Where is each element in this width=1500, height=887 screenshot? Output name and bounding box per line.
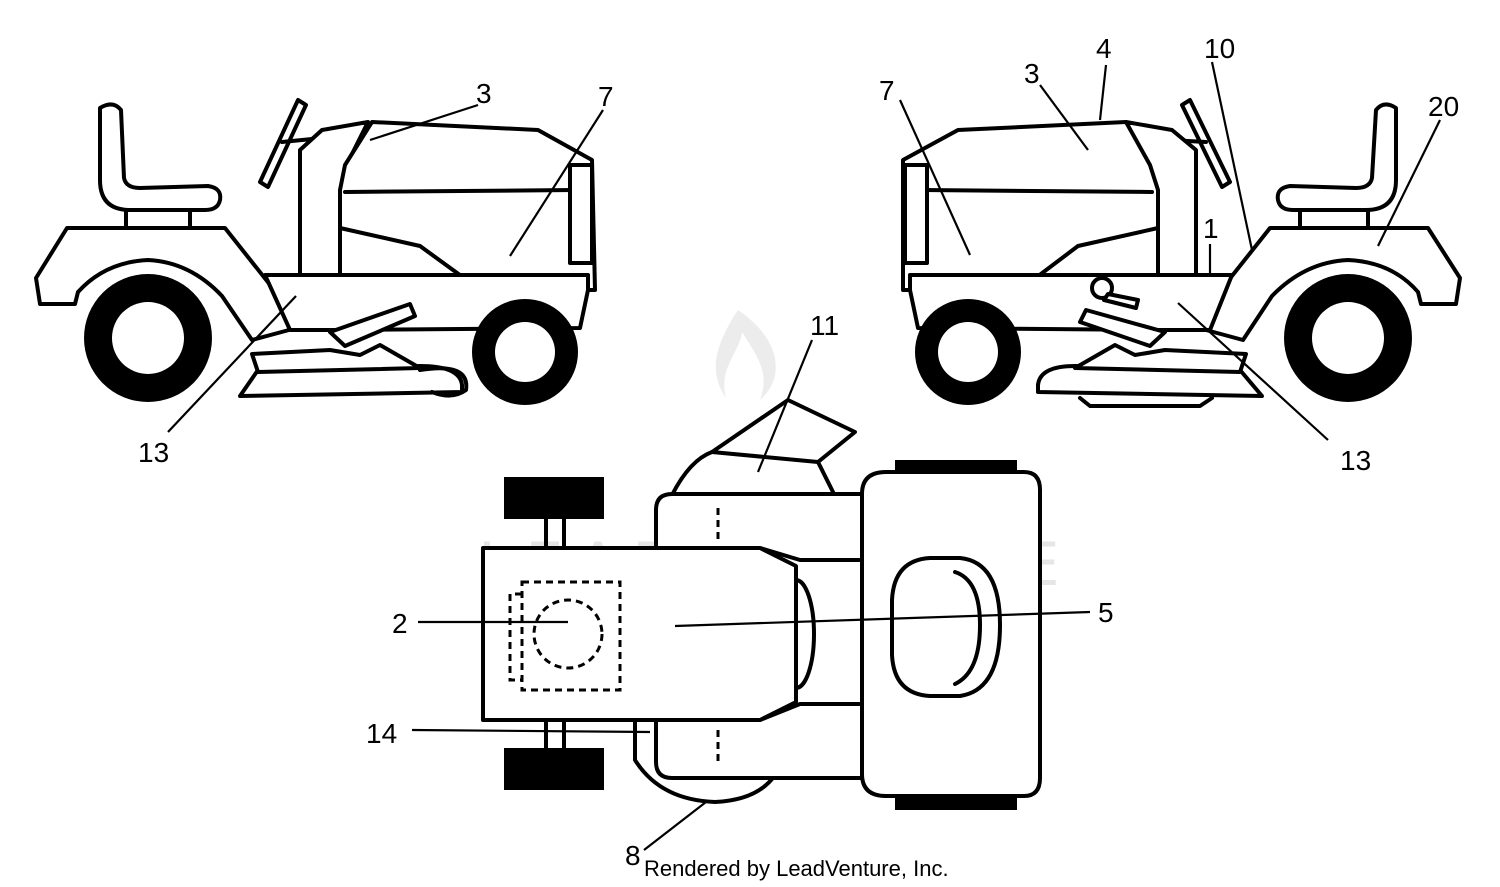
deck-handle bbox=[418, 366, 469, 398]
callout-3-right: 3 bbox=[1024, 58, 1040, 89]
leader-14 bbox=[411, 728, 651, 734]
rear-fender bbox=[34, 226, 292, 342]
tractor-left-view: 3 7 13 bbox=[34, 78, 614, 468]
leader-3-right bbox=[1039, 84, 1089, 151]
front-right-tire bbox=[504, 748, 604, 790]
callout-4-right: 4 bbox=[1096, 33, 1112, 64]
tractor-right-view: 7 3 4 10 20 1 13 bbox=[879, 33, 1462, 476]
callout-14: 14 bbox=[366, 718, 397, 749]
callout-10-right: 10 bbox=[1204, 33, 1235, 64]
hood-top bbox=[481, 546, 798, 722]
engine-bracket bbox=[508, 592, 522, 682]
leader-13-right bbox=[1177, 302, 1329, 441]
callout-3-left: 3 bbox=[476, 78, 492, 109]
hood bbox=[901, 120, 1160, 292]
hood-side-line bbox=[1023, 226, 1160, 288]
flame-logo-icon bbox=[715, 310, 776, 400]
rear-wheel-hub bbox=[112, 302, 184, 374]
hood bbox=[338, 120, 597, 292]
leader-10-right bbox=[1210, 61, 1254, 251]
grille bbox=[903, 163, 929, 265]
tractor-top-view: 11 2 5 14 8 bbox=[366, 310, 1114, 871]
callout-20-right: 20 bbox=[1428, 91, 1459, 122]
seat bbox=[1275, 102, 1398, 212]
credit-text: Rendered by LeadVenture, Inc. bbox=[644, 856, 949, 881]
foot-pedal bbox=[1078, 308, 1167, 348]
engine-pulley bbox=[532, 598, 604, 670]
callout-5: 5 bbox=[1098, 597, 1114, 628]
callout-11: 11 bbox=[810, 310, 839, 341]
leader-7-left bbox=[509, 109, 604, 257]
seat-top bbox=[890, 556, 1002, 698]
leader-5 bbox=[674, 610, 1091, 628]
engine-outline bbox=[520, 580, 622, 692]
leader-3-left bbox=[369, 103, 479, 142]
hood-line bbox=[920, 188, 1154, 194]
deck-lift bbox=[1073, 343, 1248, 374]
hood-side-line bbox=[338, 226, 477, 288]
hood-line bbox=[343, 188, 577, 194]
leader-20-right bbox=[1377, 119, 1441, 247]
callout-8: 8 bbox=[625, 840, 641, 871]
callout-1-right: 1 bbox=[1203, 213, 1219, 244]
seat-back bbox=[953, 570, 982, 686]
foot-pedal bbox=[328, 302, 417, 348]
deck-discharge bbox=[1078, 396, 1214, 408]
discharge-chute bbox=[670, 398, 857, 498]
leader-8 bbox=[643, 801, 707, 851]
seat bbox=[98, 102, 223, 212]
leader-11 bbox=[756, 339, 814, 473]
callout-13-left: 13 bbox=[138, 437, 169, 468]
front-wheel-hub bbox=[938, 322, 998, 382]
front-left-tire bbox=[504, 477, 604, 519]
leader-7-right bbox=[898, 99, 972, 256]
front-wheel-hub bbox=[495, 322, 555, 382]
mower-deck bbox=[1036, 364, 1264, 398]
seat-base bbox=[1298, 208, 1370, 230]
callout-7-right: 7 bbox=[879, 75, 895, 106]
seat-base bbox=[124, 208, 192, 230]
grille bbox=[568, 163, 594, 265]
callout-2: 2 bbox=[392, 608, 408, 639]
callout-13-right: 13 bbox=[1340, 445, 1371, 476]
callout-7-left: 7 bbox=[598, 81, 614, 112]
rear-wheel-hub bbox=[1312, 302, 1384, 374]
lever-arm bbox=[1102, 292, 1140, 310]
mower-deck bbox=[238, 364, 464, 398]
leader-4-right bbox=[1098, 64, 1108, 121]
deck-lift bbox=[250, 343, 422, 374]
rear-fender bbox=[1203, 226, 1462, 342]
leader-13-left bbox=[167, 295, 297, 433]
